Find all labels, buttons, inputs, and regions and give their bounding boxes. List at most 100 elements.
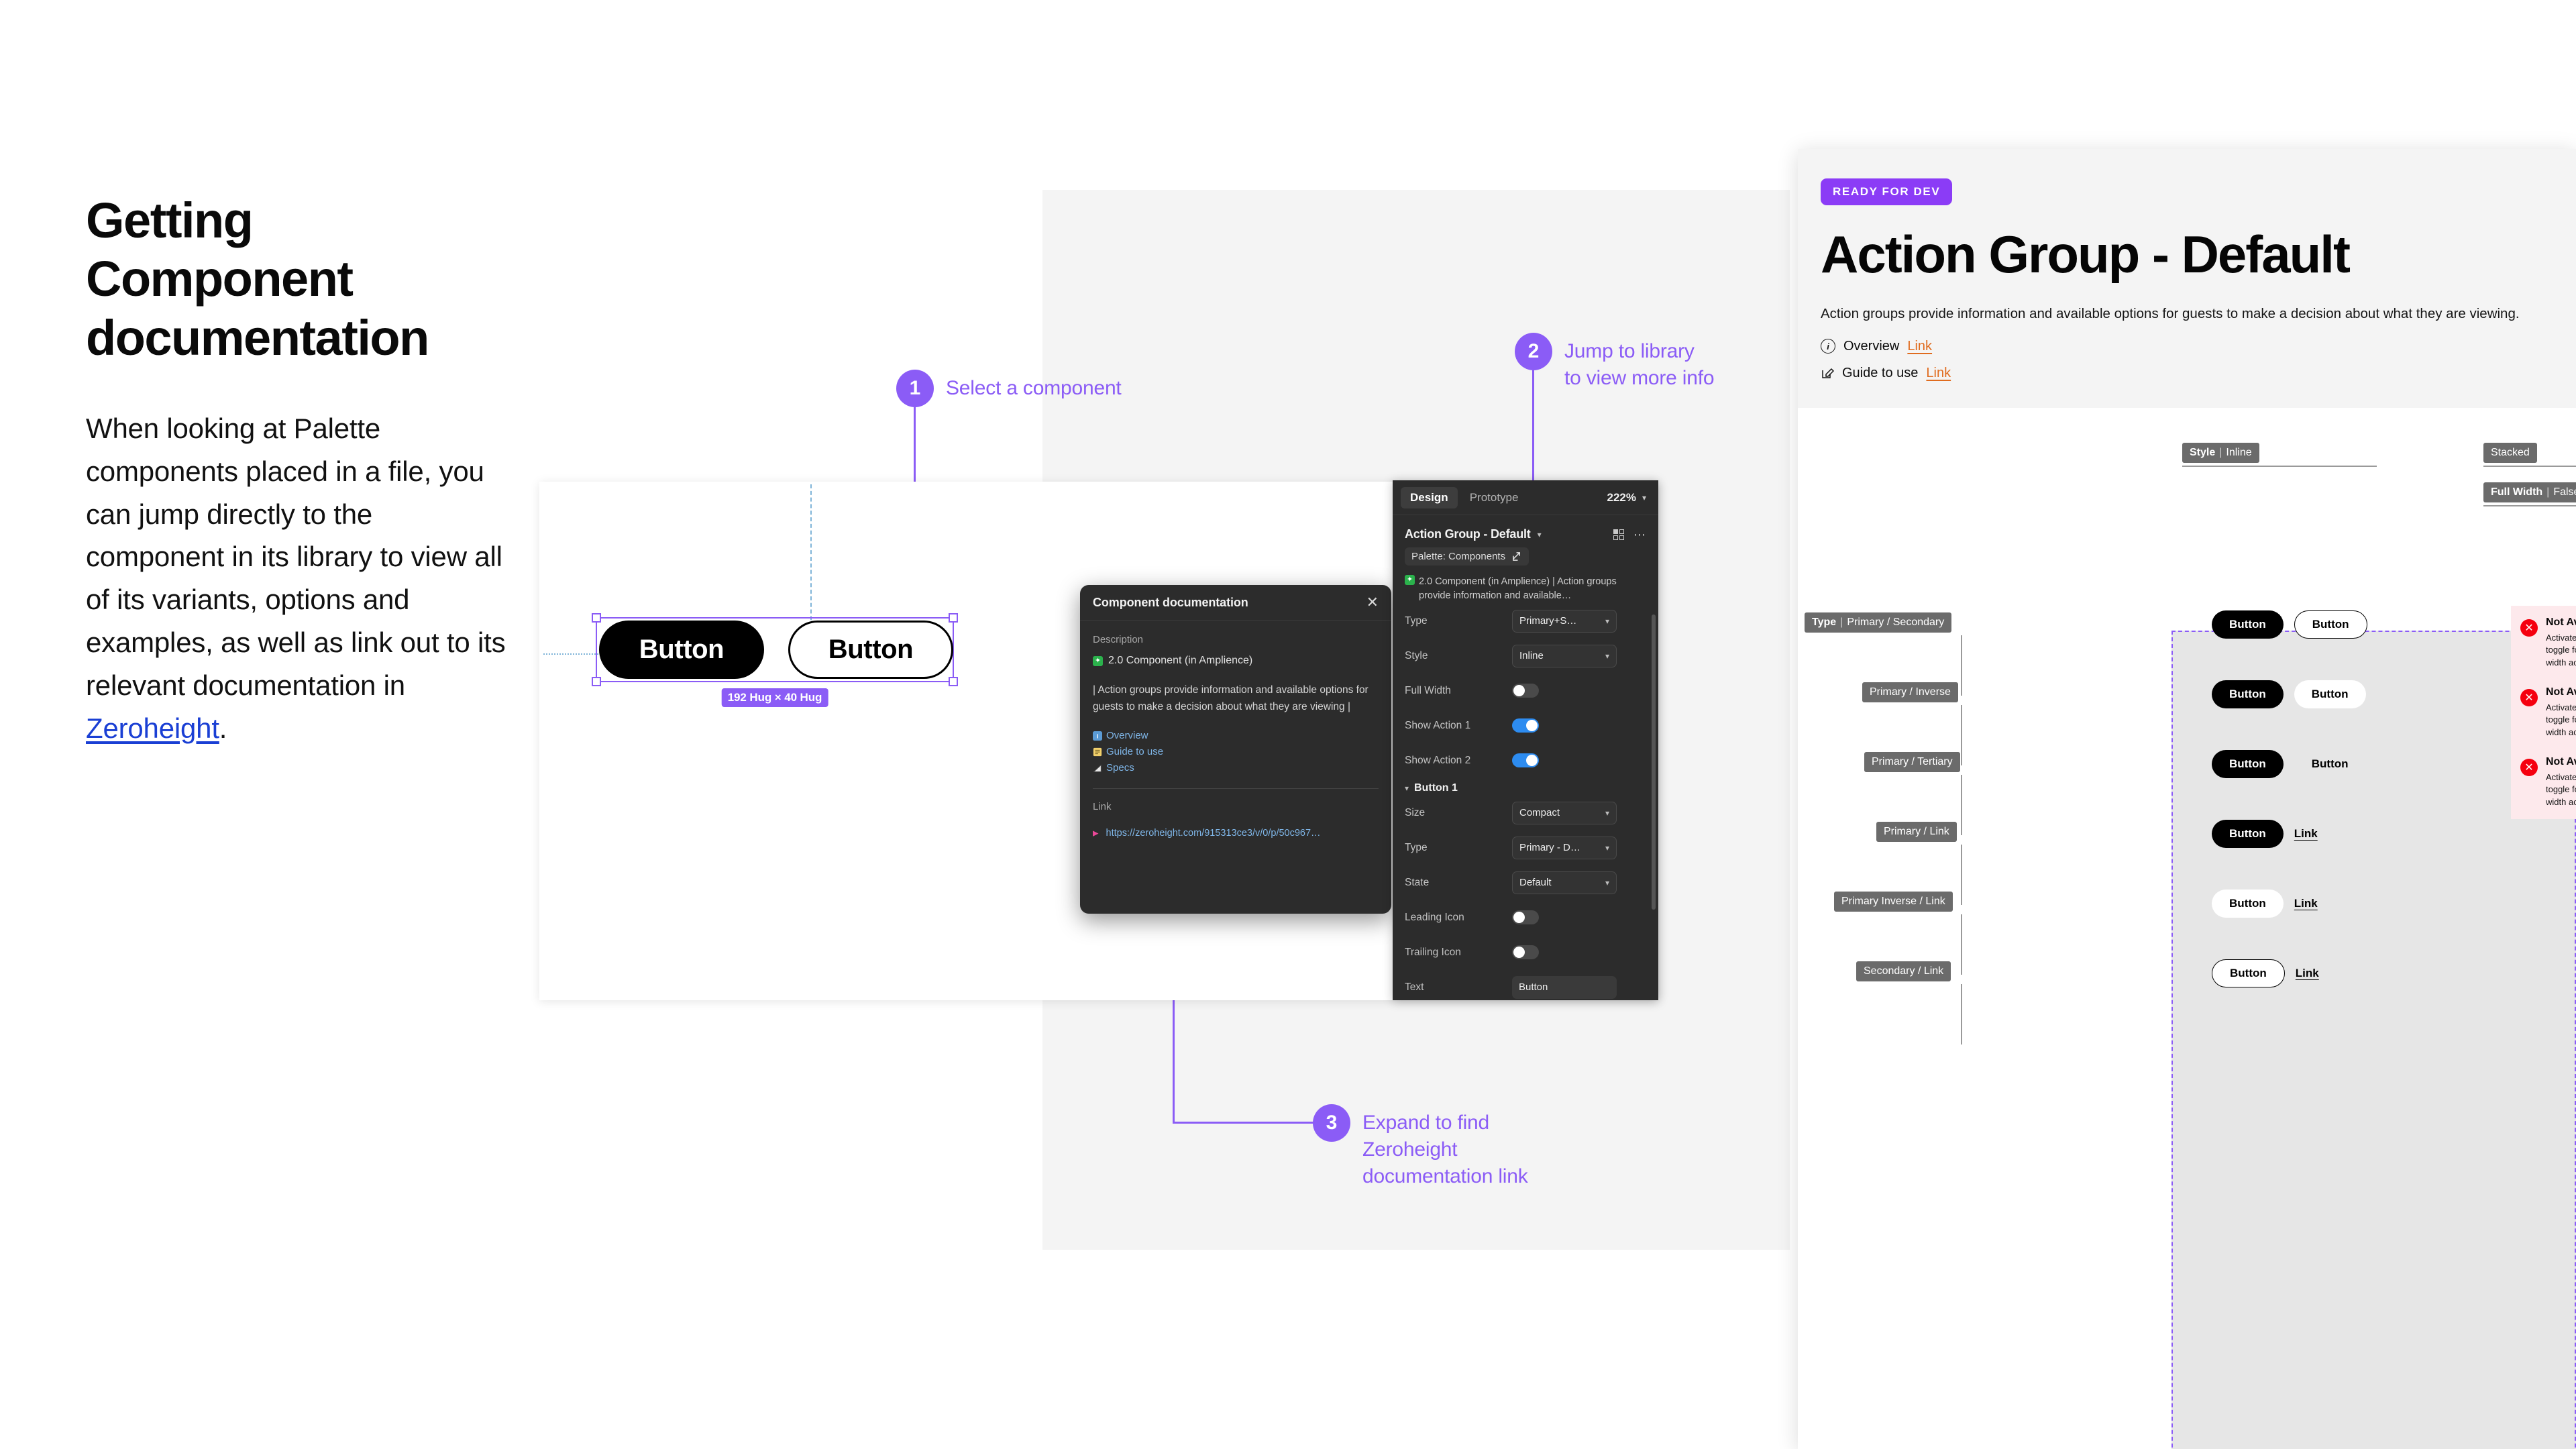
toggle-leading-icon[interactable]: [1512, 910, 1539, 925]
variant-cell-r5c1: Button Link: [2212, 889, 2318, 918]
resize-handle-top-left[interactable]: [592, 613, 601, 623]
meta-link-guide[interactable]: Link: [1926, 365, 1951, 380]
not-available-body: Activate the Full-Width toggle for stack…: [2546, 632, 2576, 667]
callout-2-leader-line: [1532, 370, 1534, 545]
callout-2-badge: 2: [1515, 333, 1552, 370]
doc-link-guide[interactable]: Guide to use: [1093, 746, 1379, 757]
component-grid-icon[interactable]: [1613, 529, 1624, 540]
variant-cell-r4c1: Button Link: [2212, 819, 2318, 848]
variant-button-solid[interactable]: Button: [2212, 819, 2284, 848]
variant-button-solid[interactable]: Button: [2212, 680, 2284, 708]
select-size-value: Compact: [1519, 807, 1560, 819]
variant-button-inverse[interactable]: Button: [2212, 889, 2284, 918]
row-tag-primary-link-rule: [1961, 844, 1962, 905]
prop-row-text: Text Button: [1405, 970, 1646, 1000]
column-tag-style-value: Inline: [2226, 446, 2252, 458]
doc-link-overview[interactable]: i Overview: [1093, 730, 1379, 741]
prop-label-show-action-2: Show Action 2: [1405, 754, 1471, 766]
resize-handle-bottom-left[interactable]: [592, 677, 601, 686]
variant-button-outline[interactable]: Button: [2294, 610, 2367, 639]
doc-link-list: i Overview Guide to use Specs: [1093, 730, 1379, 773]
variant-link[interactable]: Link: [2295, 966, 2319, 979]
selection-frame[interactable]: 192 Hug × 40 Hug: [592, 613, 958, 707]
chevron-down-icon: ▾: [1605, 651, 1609, 661]
chevron-down-icon: ▾: [1605, 616, 1609, 626]
doc-url[interactable]: https://zeroheight.com/915313ce3/v/0/p/5…: [1106, 827, 1321, 839]
column-tag-stacked: Stacked: [2483, 442, 2537, 463]
doc-link-specs[interactable]: Specs: [1093, 762, 1379, 773]
prop-row-leading-icon: Leading Icon: [1405, 900, 1646, 935]
prop-label-full-width: Full Width: [1405, 684, 1451, 696]
meta-link-overview[interactable]: Link: [1907, 338, 1933, 354]
external-link-icon[interactable]: [1512, 551, 1522, 561]
not-available-card-r3: ✕ Not Available Activate the Full-Width …: [2511, 745, 2576, 820]
select-button-type-value: Primary - D…: [1519, 842, 1580, 854]
close-icon[interactable]: ✕: [1366, 594, 1379, 610]
select-state[interactable]: Default▾: [1512, 871, 1617, 894]
variant-button-outline[interactable]: Button: [2212, 959, 2285, 987]
callout-2: 2 Jump to library to view more info: [1515, 333, 1715, 392]
select-button-type[interactable]: Primary - D…▾: [1512, 836, 1617, 859]
column-tag-style-key: Style: [2190, 446, 2216, 458]
prop-label-size: Size: [1405, 806, 1426, 818]
callout-1-text: Select a component: [946, 377, 1122, 399]
alignment-guide-horizontal: [543, 653, 598, 655]
canvas-button-primary[interactable]: Button: [599, 621, 764, 679]
variant-cell-r6c1: Button Link: [2212, 959, 2319, 987]
select-size[interactable]: Compact▾: [1512, 801, 1617, 824]
resize-handle-bottom-right[interactable]: [949, 677, 958, 686]
select-style[interactable]: Inline▾: [1512, 644, 1617, 667]
section-button-1[interactable]: ▾ Button 1: [1405, 782, 1646, 794]
status-badge: READY FOR DEV: [1821, 178, 1953, 205]
tab-design[interactable]: Design: [1401, 486, 1458, 508]
variant-cell-r2c1: Button Button: [2212, 680, 2366, 708]
variant-link[interactable]: Link: [2294, 896, 2318, 910]
callout-3: 3 Expand to find Zeroheight documentatio…: [1313, 1104, 1528, 1190]
row-tag-secondary-link-rule: [1961, 983, 1962, 1044]
callout-2-text: Jump to library to view more info: [1564, 340, 1715, 389]
doc-url-row[interactable]: ▸ https://zeroheight.com/915313ce3/v/0/p…: [1093, 827, 1379, 839]
row-tag-secondary-link-value: Secondary / Link: [1864, 965, 1944, 977]
intro-text-before: When looking at Palette components place…: [86, 412, 506, 701]
not-available-body: Activate the Full-Width toggle for stack…: [2546, 702, 2576, 737]
variant-button-tertiary[interactable]: Button: [2311, 757, 2349, 770]
selection-size-badge: 192 Hug × 40 Hug: [721, 688, 828, 707]
canvas-button-secondary[interactable]: Button: [788, 621, 953, 679]
variant-button-inverse[interactable]: Button: [2294, 680, 2366, 708]
zoom-control[interactable]: 222% ▾: [1607, 491, 1650, 504]
component-documentation-popup: Component documentation ✕ Description ✦ …: [1080, 585, 1391, 914]
chevron-down-icon[interactable]: ▾: [1537, 529, 1542, 539]
variant-link[interactable]: Link: [2294, 826, 2318, 840]
zeroheight-link[interactable]: Zeroheight: [86, 712, 219, 744]
prop-row-trailing-icon: Trailing Icon: [1405, 935, 1646, 970]
description-text: | Action groups provide information and …: [1093, 684, 1368, 713]
properties-scrollbar[interactable]: [1652, 614, 1656, 910]
input-text[interactable]: Button: [1512, 975, 1617, 999]
toggle-show-action-2[interactable]: [1512, 753, 1539, 768]
not-available-text-r1: Not Available Activate the Full-Width to…: [2546, 616, 2576, 669]
library-pill[interactable]: Palette: Components: [1405, 547, 1529, 566]
callout-3-leader-line-h: [1173, 1122, 1315, 1124]
toggle-show-action-1[interactable]: [1512, 718, 1539, 733]
row-tag-type-key: Type: [1812, 616, 1837, 628]
prop-row-show-action-1: Show Action 1: [1405, 708, 1646, 743]
error-x-icon: ✕: [2520, 758, 2538, 776]
row-tag-type: Type|Primary / Secondary: [1805, 612, 1952, 633]
toggle-trailing-icon[interactable]: [1512, 945, 1539, 960]
doc-link-specs-label[interactable]: Specs: [1106, 762, 1134, 774]
more-options-icon[interactable]: ⋯: [1633, 527, 1646, 541]
info-circle-icon: i: [1821, 339, 1835, 354]
section-button-1-title: Button 1: [1414, 782, 1458, 794]
resize-handle-top-right[interactable]: [949, 613, 958, 623]
doc-link-overview-label[interactable]: Overview: [1106, 730, 1148, 742]
variant-button-solid[interactable]: Button: [2212, 610, 2284, 639]
select-type[interactable]: Primary+S…▾: [1512, 609, 1617, 633]
tab-prototype[interactable]: Prototype: [1469, 490, 1519, 504]
prop-label-state: State: [1405, 876, 1430, 888]
not-available-body: Activate the Full-Width toggle for stack…: [2546, 771, 2576, 807]
not-available-card-r1: ✕ Not Available Activate the Full-Width …: [2511, 605, 2576, 680]
doc-link-guide-label[interactable]: Guide to use: [1106, 746, 1164, 758]
toggle-full-width[interactable]: [1512, 684, 1539, 698]
variant-button-solid[interactable]: Button: [2212, 749, 2284, 778]
prop-row-size: Size Compact▾: [1405, 796, 1646, 830]
